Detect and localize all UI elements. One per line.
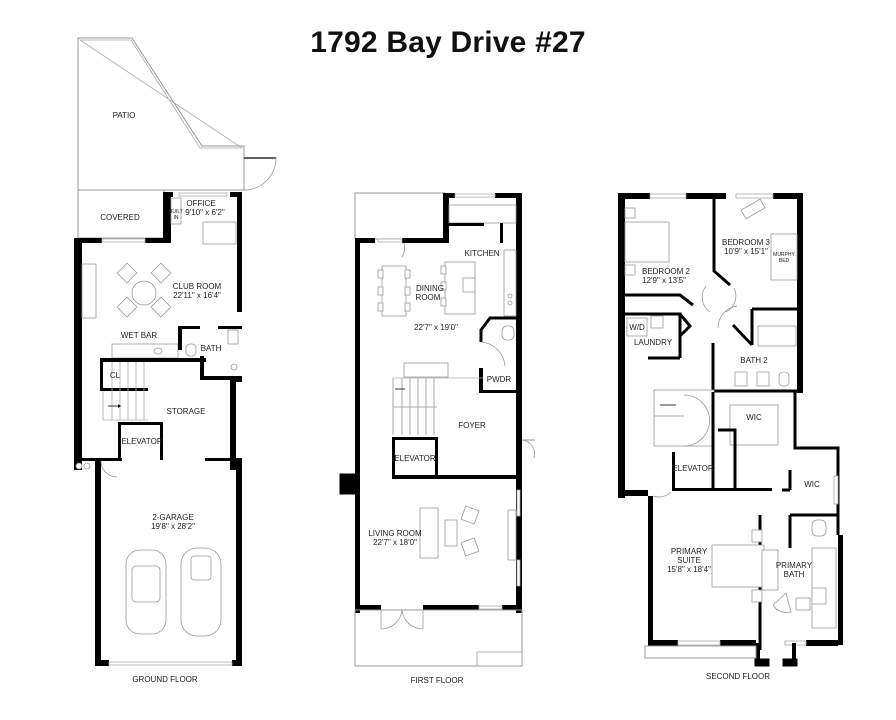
garage-door xyxy=(108,661,233,666)
elevator-label-second: ELEVATOR xyxy=(672,464,714,473)
first-floor-label: FIRST FLOOR xyxy=(411,676,464,685)
toilet xyxy=(501,325,515,341)
dining-label-1: DINING xyxy=(416,284,444,293)
club-table xyxy=(131,280,157,306)
primary-bath-label-1: PRIMARY xyxy=(776,561,813,570)
ground-floor-label: GROUND FLOOR xyxy=(132,675,198,684)
garage-door-swing xyxy=(100,460,118,478)
club-sofa xyxy=(81,263,97,319)
bedroom2-dims: 12'9" x 13'5" xyxy=(642,276,686,285)
patio-inner-line xyxy=(78,39,244,149)
living-dims: 22'7" x 18'0" xyxy=(373,538,417,547)
second-floor-plan xyxy=(618,193,843,667)
garage-label: 2-GARAGE xyxy=(152,513,193,522)
dining-dims: 22'7" x 19'0" xyxy=(414,323,458,332)
covered-label: COVERED xyxy=(100,213,140,222)
washer-dryer xyxy=(626,317,648,337)
toilet xyxy=(778,371,790,387)
bedroom2-label: BEDROOM 2 xyxy=(642,267,691,276)
club-chair xyxy=(150,262,172,284)
bath2-label: BATH 2 xyxy=(740,356,768,365)
armchair xyxy=(460,505,480,525)
club-chair xyxy=(116,262,138,284)
office-label: OFFICE xyxy=(186,199,215,208)
wic-shelves xyxy=(729,404,779,446)
wet-bar-counter xyxy=(111,343,179,359)
toilet xyxy=(185,343,197,357)
closet-label: CL xyxy=(110,371,121,380)
shower-drain xyxy=(230,363,238,371)
patio-door-swing xyxy=(243,157,277,191)
garage-dims: 19'8" x 28'2" xyxy=(151,522,195,531)
first-deck xyxy=(354,192,446,240)
primary-suite-dims: 15'8" x 18'4" xyxy=(667,565,711,574)
elevator-label: ELEVATOR xyxy=(121,437,163,446)
living-label: LIVING ROOM xyxy=(368,529,422,538)
patio-outline xyxy=(77,37,245,191)
primary-bed xyxy=(711,544,765,588)
office-dims: 9'10" x 6'2" xyxy=(185,208,225,217)
club-room-dims: 22'11" x 16'4" xyxy=(173,291,221,300)
bath-sink xyxy=(227,329,239,345)
kitchen-label: KITCHEN xyxy=(464,249,499,258)
primary-suite-label-1: PRIMARY xyxy=(671,547,708,556)
laundry-label: LAUNDRY xyxy=(634,338,673,347)
second-floor-label: SECOND FLOOR xyxy=(706,672,770,681)
bathtub xyxy=(757,325,797,347)
dining-label-2: ROOM xyxy=(416,293,441,302)
kitchen-counter-side xyxy=(503,249,517,317)
vanity xyxy=(761,549,779,591)
sofa xyxy=(419,507,439,559)
office-desk xyxy=(202,221,237,245)
stairs xyxy=(102,362,148,421)
patio-label: PATIO xyxy=(113,111,136,120)
toilet xyxy=(811,519,827,537)
wic-label-1: WIC xyxy=(746,413,762,422)
wd-label: W/D xyxy=(629,323,645,332)
first-floor-plan xyxy=(339,192,535,667)
built-in-label: BUILT xyxy=(169,209,183,215)
murphy-label-2: BED xyxy=(779,258,790,264)
car-icon xyxy=(125,549,167,635)
ground-floor-plan xyxy=(74,37,277,666)
kitchen-counter-top xyxy=(448,204,517,224)
club-window xyxy=(101,238,146,243)
foyer-label: FOYER xyxy=(458,421,486,430)
wet-bar-label: WET BAR xyxy=(121,331,158,340)
balcony xyxy=(644,645,757,659)
office-window xyxy=(178,192,228,197)
built-in-label-2: IN xyxy=(174,215,179,221)
storage-label: STORAGE xyxy=(167,407,206,416)
coffee-table xyxy=(444,519,458,547)
stairs xyxy=(392,362,483,435)
club-chair xyxy=(116,296,138,318)
elevator-label-first: ELEVATOR xyxy=(394,454,436,463)
wic-label-2: WIC xyxy=(804,480,820,489)
built-in-cabinet xyxy=(170,197,182,225)
pwdr-label: PWDR xyxy=(487,375,512,384)
primary-suite-label-2: SUITE xyxy=(677,556,701,565)
club-chair xyxy=(150,296,172,318)
bedroom3-dims: 10'9" x 15'1" xyxy=(724,247,768,256)
car-icon xyxy=(180,547,222,637)
armchair xyxy=(460,537,480,557)
property-title: 1792 Bay Drive #27 xyxy=(310,26,586,59)
murphy-label: MURPHY xyxy=(773,252,795,258)
club-room-label: CLUB ROOM xyxy=(173,282,222,291)
bath-label: BATH xyxy=(201,344,222,353)
bed xyxy=(624,221,670,263)
dining-table xyxy=(381,265,407,317)
front-porch xyxy=(354,609,523,667)
stairs xyxy=(653,389,715,447)
primary-bath-label-2: BATH xyxy=(784,570,805,579)
bedroom3-label: BEDROOM 3 xyxy=(722,238,771,247)
murphy-bed xyxy=(770,233,798,281)
